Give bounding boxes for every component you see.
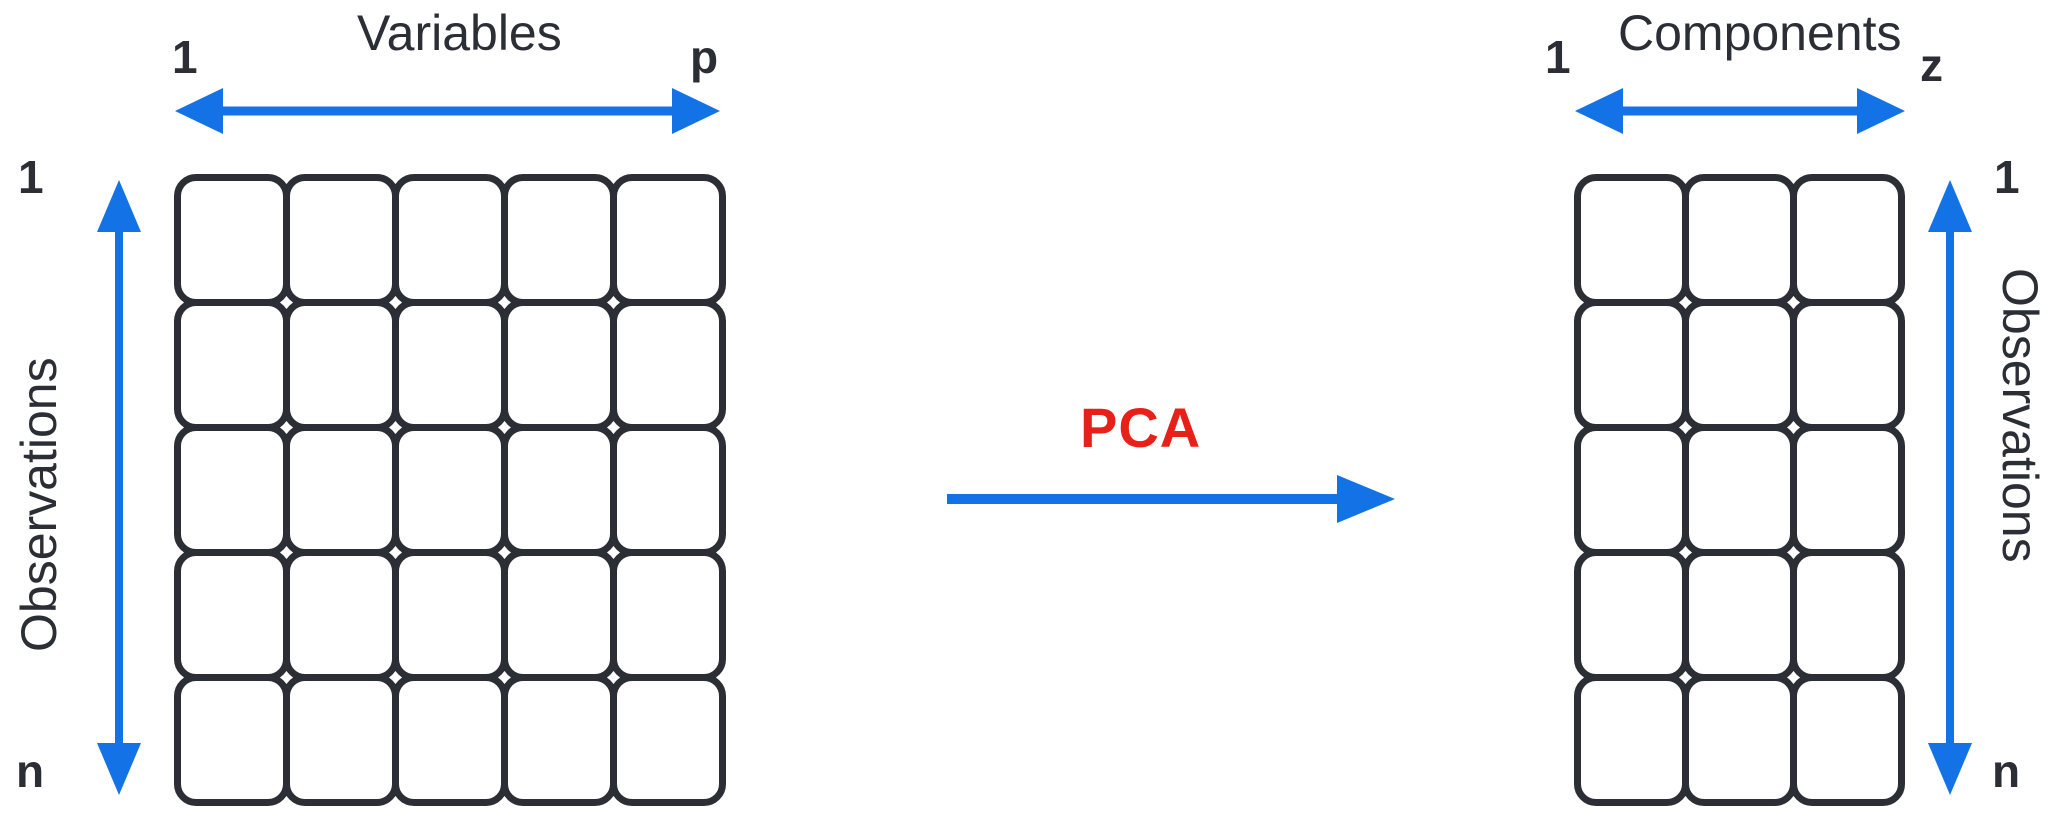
output-matrix-grid (1573, 173, 1905, 806)
matrix-cell (1789, 173, 1905, 306)
matrix-cell (173, 548, 290, 681)
matrix-cell (1681, 423, 1797, 556)
matrix-cell (173, 423, 290, 556)
output-rows-end-label: n (1992, 745, 2021, 797)
matrix-cell (391, 548, 508, 681)
matrix-cell (1681, 173, 1797, 306)
arrow-right-icon (947, 475, 1395, 523)
matrix-cell (609, 673, 726, 806)
double-arrow-horizontal-icon (1575, 88, 1905, 134)
matrix-cell (1789, 548, 1905, 681)
pca-label: PCA (1080, 396, 1202, 459)
matrix-cell (282, 673, 399, 806)
double-arrow-vertical-icon (97, 180, 141, 795)
matrix-cell (173, 298, 290, 431)
matrix-cell (1789, 673, 1905, 806)
matrix-cell (500, 173, 617, 306)
output-columns-double-arrow (1575, 86, 1905, 136)
matrix-cell (391, 673, 508, 806)
matrix-cell (500, 673, 617, 806)
input-rows-end-label: n (16, 745, 45, 797)
matrix-cell (1573, 673, 1689, 806)
matrix-cell (1573, 548, 1689, 681)
input-columns-start-label: 1 (172, 31, 198, 83)
matrix-cell (1681, 298, 1797, 431)
output-columns-end-label: z (1920, 39, 1943, 91)
matrix-cell (609, 548, 726, 681)
input-rows-axis-title: Observations (11, 357, 67, 652)
matrix-cell (282, 423, 399, 556)
matrix-cell (282, 298, 399, 431)
matrix-cell (609, 173, 726, 306)
matrix-cell (500, 298, 617, 431)
output-columns-axis-title: Components (1618, 5, 1902, 61)
input-matrix-grid (173, 173, 726, 806)
double-arrow-horizontal-icon (175, 88, 720, 134)
double-arrow-vertical-icon (1928, 180, 1972, 795)
matrix-cell (282, 173, 399, 306)
matrix-cell (1681, 548, 1797, 681)
output-columns-start-label: 1 (1545, 31, 1571, 83)
matrix-cell (1573, 173, 1689, 306)
matrix-cell (391, 423, 508, 556)
matrix-cell (1789, 298, 1905, 431)
output-rows-double-arrow (1925, 180, 1975, 795)
matrix-cell (609, 298, 726, 431)
output-rows-start-label: 1 (1994, 151, 2020, 203)
matrix-cell (173, 673, 290, 806)
matrix-cell (500, 548, 617, 681)
pca-arrow (947, 475, 1395, 523)
matrix-cell (1573, 298, 1689, 431)
matrix-cell (1789, 423, 1905, 556)
input-columns-end-label: p (690, 31, 719, 83)
matrix-cell (282, 548, 399, 681)
matrix-cell (500, 423, 617, 556)
input-columns-axis-title: Variables (357, 5, 562, 61)
input-columns-double-arrow (175, 86, 720, 136)
matrix-cell (609, 423, 726, 556)
matrix-cell (391, 298, 508, 431)
matrix-cell (1681, 673, 1797, 806)
input-rows-double-arrow (94, 180, 144, 795)
matrix-cell (1573, 423, 1689, 556)
input-rows-start-label: 1 (18, 151, 44, 203)
matrix-cell (173, 173, 290, 306)
matrix-cell (391, 173, 508, 306)
output-rows-axis-title: Observations (1992, 268, 2048, 563)
